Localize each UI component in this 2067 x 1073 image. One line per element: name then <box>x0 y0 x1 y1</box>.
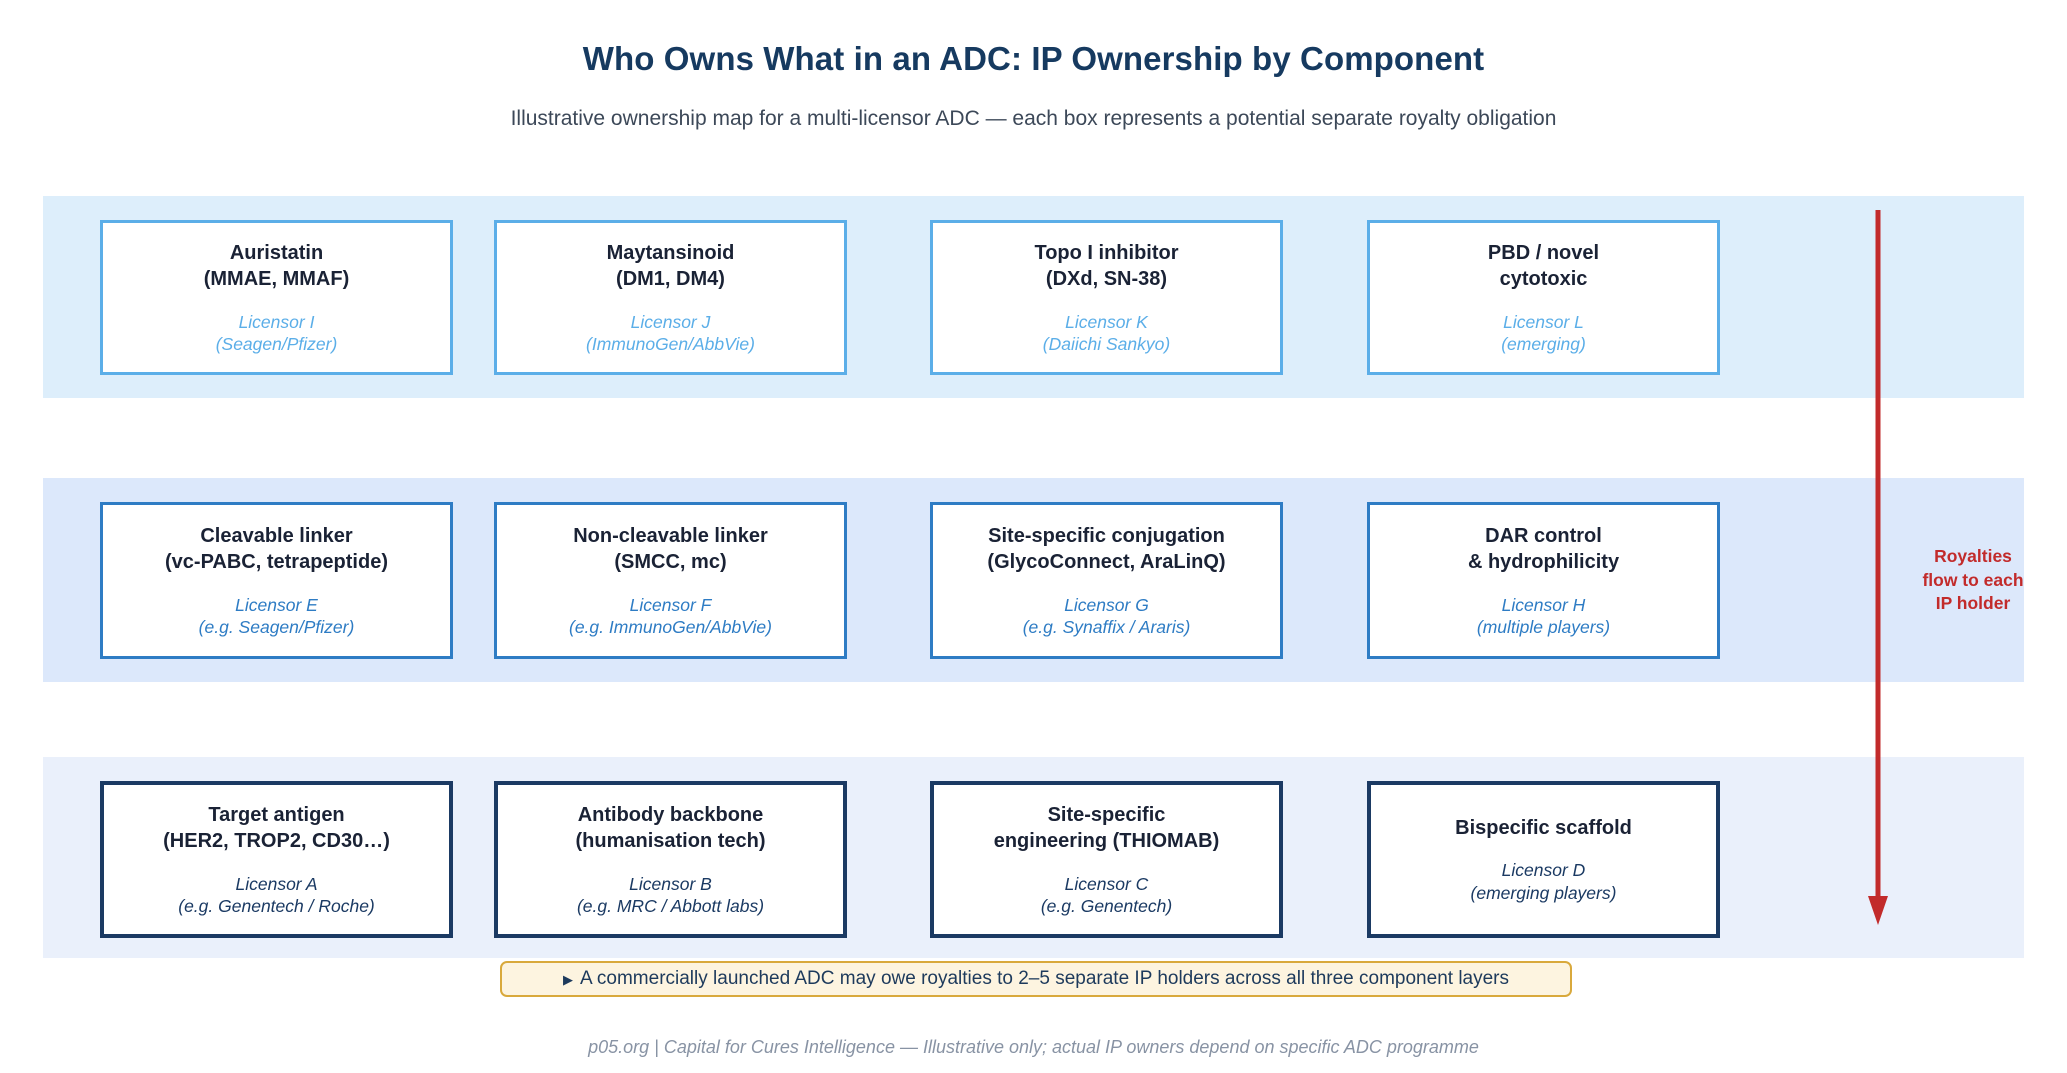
component-licensor: Licensor G (e.g. Synaffix / Araris) <box>1022 594 1191 638</box>
component-licensor: Licensor I (Seagen/Pfizer) <box>215 311 338 355</box>
page-title: Who Owns What in an ADC: IP Ownership by… <box>582 40 1485 77</box>
component-title: Cleavable linker (vc-PABC, tetrapeptide) <box>165 524 388 574</box>
component-box-pbd-novel-cytotoxic[interactable]: PBD / novel cytotoxic Licensor L (emergi… <box>1367 220 1720 375</box>
component-title: Antibody backbone (humanisation tech) <box>575 803 766 853</box>
component-box-dar-control[interactable]: DAR control & hydrophilicity Licensor H … <box>1367 502 1720 659</box>
component-title: Bispecific scaffold <box>1455 816 1632 839</box>
component-title: DAR control & hydrophilicity <box>1467 524 1620 574</box>
component-licensor: Licensor J (ImmunoGen/AbbVie) <box>586 311 755 355</box>
component-licensor: Licensor L (emerging) <box>1501 311 1586 355</box>
component-title: Site-specific conjugation (GlycoConnect,… <box>987 524 1226 574</box>
component-box-site-specific-conjugation[interactable]: Site-specific conjugation (GlycoConnect,… <box>930 502 1283 659</box>
component-box-target-antigen[interactable]: Target antigen (HER2, TROP2, CD30…) Lice… <box>100 781 453 938</box>
component-licensor: Licensor E (e.g. Seagen/Pfizer) <box>198 594 355 638</box>
component-licensor: Licensor A (e.g. Genentech / Roche) <box>178 873 375 917</box>
component-title: Site-specific engineering (THIOMAB) <box>993 803 1220 853</box>
component-licensor: Licensor K (Daiichi Sankyo) <box>1042 311 1171 355</box>
component-licensor: Licensor F (e.g. ImmunoGen/AbbVie) <box>569 594 772 638</box>
royalty-flow-arrow-icon <box>1868 210 1888 925</box>
footer-attribution: p05.org | Capital for Cures Intelligence… <box>588 1037 1479 1057</box>
component-licensor: Licensor B (e.g. MRC / Abbott labs) <box>576 873 765 917</box>
component-title: Auristatin (MMAE, MMAF) <box>203 241 350 291</box>
component-box-auristatin[interactable]: Auristatin (MMAE, MMAF) Licensor I (Seag… <box>100 220 453 375</box>
component-box-cleavable-linker[interactable]: Cleavable linker (vc-PABC, tetrapeptide)… <box>100 502 453 659</box>
component-title: Non-cleavable linker (SMCC, mc) <box>573 524 768 574</box>
triangle-marker-icon: ▶ <box>563 971 573 987</box>
callout-banner: ▶ A commercially launched ADC may owe ro… <box>500 961 1572 997</box>
page-subtitle: Illustrative ownership map for a multi-l… <box>510 107 1557 130</box>
royalty-flow-label: Royalties flow to each IP holder <box>1922 546 2024 614</box>
component-box-non-cleavable-linker[interactable]: Non-cleavable linker (SMCC, mc) Licensor… <box>494 502 847 659</box>
component-box-antibody-backbone[interactable]: Antibody backbone (humanisation tech) Li… <box>494 781 847 938</box>
component-licensor: Licensor H (multiple players) <box>1476 594 1611 638</box>
component-box-maytansinoid[interactable]: Maytansinoid (DM1, DM4) Licensor J (Immu… <box>494 220 847 375</box>
component-licensor: Licensor C (e.g. Genentech) <box>1040 873 1173 917</box>
component-title: PBD / novel cytotoxic <box>1487 241 1600 291</box>
component-title: Topo I inhibitor (DXd, SN-38) <box>1034 241 1179 291</box>
component-box-topo-i-inhibitor[interactable]: Topo I inhibitor (DXd, SN-38) Licensor K… <box>930 220 1283 375</box>
component-box-bispecific-scaffold[interactable]: Bispecific scaffold Licensor D (emerging… <box>1367 781 1720 938</box>
component-title: Target antigen (HER2, TROP2, CD30…) <box>163 803 390 853</box>
component-licensor: Licensor D (emerging players) <box>1470 860 1617 903</box>
component-box-site-specific-engineering[interactable]: Site-specific engineering (THIOMAB) Lice… <box>930 781 1283 938</box>
component-title: Maytansinoid (DM1, DM4) <box>606 241 735 291</box>
callout-text: A commercially launched ADC may owe roya… <box>580 968 1509 989</box>
